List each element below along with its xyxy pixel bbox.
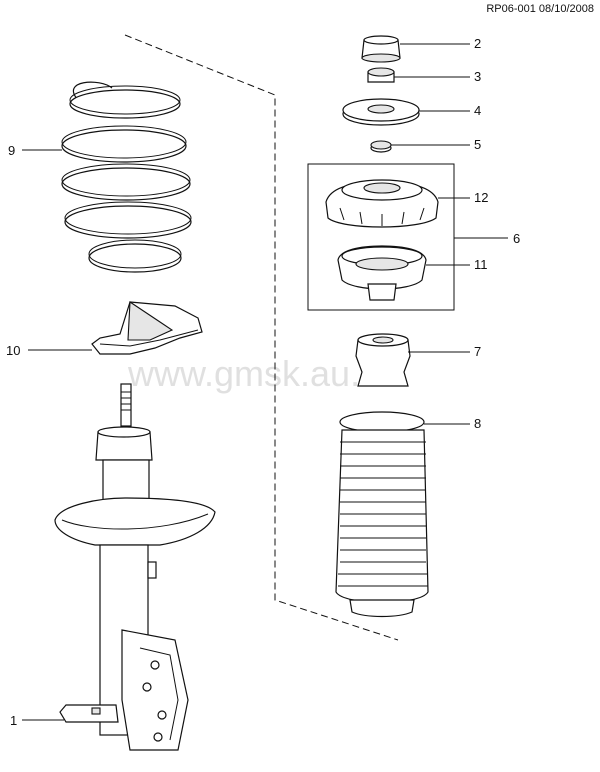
- assembly-dashed-outline: [124, 34, 399, 641]
- strut-washer: [342, 98, 420, 126]
- coil-spring: [61, 81, 192, 273]
- callout-9: 9: [8, 143, 15, 158]
- callout-6: 6: [513, 231, 520, 246]
- spacer-ring: [370, 140, 392, 153]
- strut-assembly: [54, 383, 216, 751]
- strut-mount: [325, 179, 439, 228]
- callout-5: 5: [474, 137, 481, 152]
- callout-11: 11: [474, 257, 488, 272]
- callout-12: 12: [474, 190, 488, 205]
- dust-cap: [361, 35, 401, 63]
- callout-4: 4: [474, 103, 481, 118]
- callout-leaders: [22, 43, 508, 721]
- callout-7: 7: [474, 344, 481, 359]
- callout-10: 10: [6, 343, 20, 358]
- callout-3: 3: [474, 69, 481, 84]
- callout-8: 8: [474, 416, 481, 431]
- lock-nut: [367, 67, 395, 83]
- document-reference: RP06-001 08/10/2008: [486, 3, 594, 15]
- strut-bearing: [337, 245, 427, 301]
- kit-6-box: [307, 163, 455, 311]
- spring-seat-insulator: [91, 301, 203, 355]
- dust-boot: [335, 411, 429, 618]
- bump-stop: [355, 333, 411, 387]
- watermark-text: www.gmsk.au.ru: [127, 353, 392, 394]
- callout-1: 1: [10, 713, 17, 728]
- callout-2: 2: [474, 36, 481, 51]
